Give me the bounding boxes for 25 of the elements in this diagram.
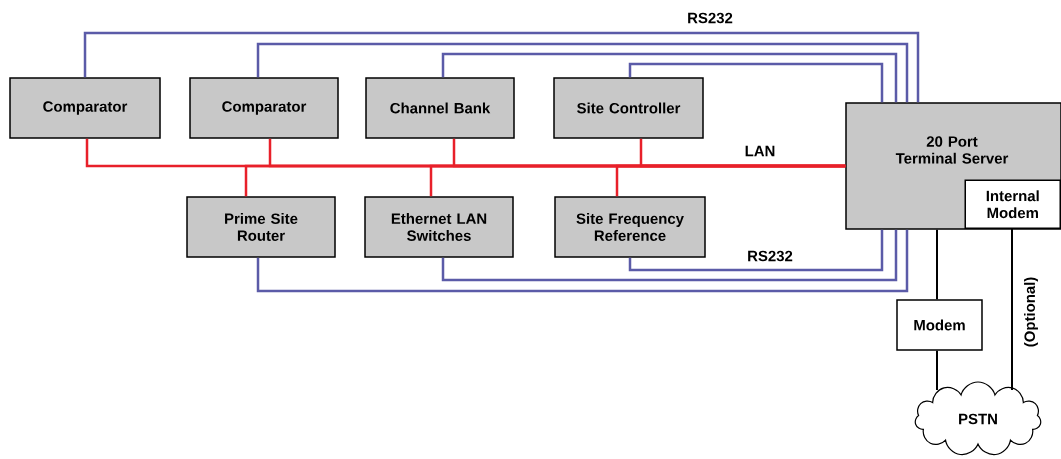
connector-line xyxy=(936,228,938,301)
network-cloud: PSTN xyxy=(914,381,1042,456)
connector-line xyxy=(441,229,898,282)
connector-line xyxy=(628,229,884,272)
connector-line xyxy=(628,62,884,103)
connector-line xyxy=(256,229,909,293)
device-box: Comparator xyxy=(9,77,161,139)
device-box: Site Controller xyxy=(553,77,704,139)
internal-modem-box: Internal Modem xyxy=(964,179,1061,229)
device-box: Site Frequency Reference xyxy=(554,196,706,258)
edge-label: (Optional) xyxy=(1023,275,1039,349)
connector-line xyxy=(83,31,920,103)
device-box: Ethernet LAN Switches xyxy=(364,196,514,258)
connector-line xyxy=(256,42,909,103)
device-box: Prime Site Router xyxy=(186,196,336,258)
modem-box: Modem xyxy=(896,299,983,351)
connector-line xyxy=(615,164,846,197)
edge-label: RS232 xyxy=(686,11,734,25)
device-box: Comparator xyxy=(189,77,339,139)
connector-line xyxy=(1011,228,1013,391)
connector-line xyxy=(441,52,898,103)
edge-label: RS232 xyxy=(746,249,794,263)
device-box: Channel Bank xyxy=(365,77,515,139)
edge-label: LAN xyxy=(743,144,777,158)
connector-line xyxy=(936,349,938,391)
